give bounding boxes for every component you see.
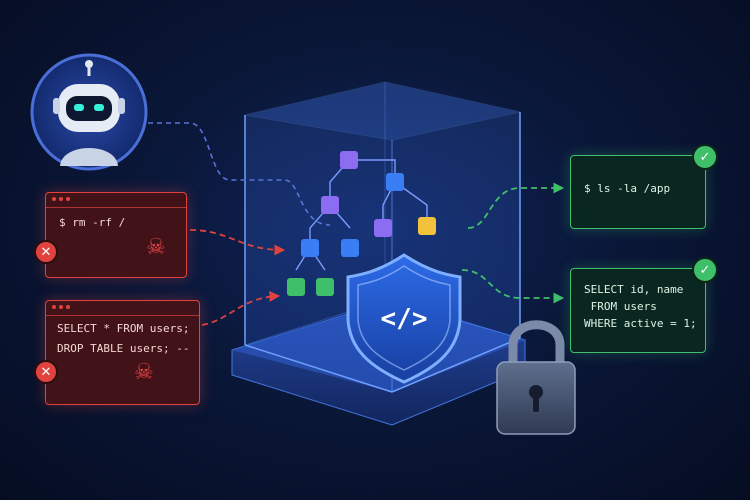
check-circle-icon: ✓ [692, 144, 718, 170]
skull-icon: ☠ [134, 360, 154, 385]
check-circle-icon: ✓ [692, 257, 718, 283]
skull-icon: ☠ [146, 235, 166, 260]
blocked-terminal-sql: SELECT * FROM users; DROP TABLE users; -… [45, 300, 200, 405]
command-line: SELECT * FROM users; [57, 322, 190, 335]
allowed-terminal-ls: $ ls -la /app [570, 155, 706, 229]
execution-graph [295, 159, 428, 271]
terminal-titlebar [46, 193, 186, 208]
command-line: DROP TABLE users; -- [57, 342, 190, 355]
agent-connector [148, 122, 331, 226]
command-line: $ rm -rf / [59, 216, 126, 229]
terminal-titlebar [46, 301, 199, 316]
x-circle-icon: ✕ [34, 360, 58, 384]
shield-code-symbol: </> [381, 304, 428, 334]
command-line: $ ls -la /app [584, 182, 671, 195]
command-line: WHERE active = 1; [584, 317, 697, 330]
command-line: SELECT id, name [584, 283, 684, 296]
graph-nodes [287, 151, 436, 296]
padlock-icon [496, 320, 576, 435]
x-circle-icon: ✕ [34, 240, 58, 264]
code-shield-icon: </> [346, 253, 462, 384]
robot-icon [30, 53, 148, 171]
command-line: FROM users [584, 300, 657, 313]
blocked-terminal-rm: $ rm -rf / [45, 192, 187, 278]
blocked-arrows [189, 229, 286, 326]
allowed-arrows [461, 182, 565, 304]
allowed-terminal-sql: SELECT id, name FROM users WHERE active … [570, 268, 706, 353]
